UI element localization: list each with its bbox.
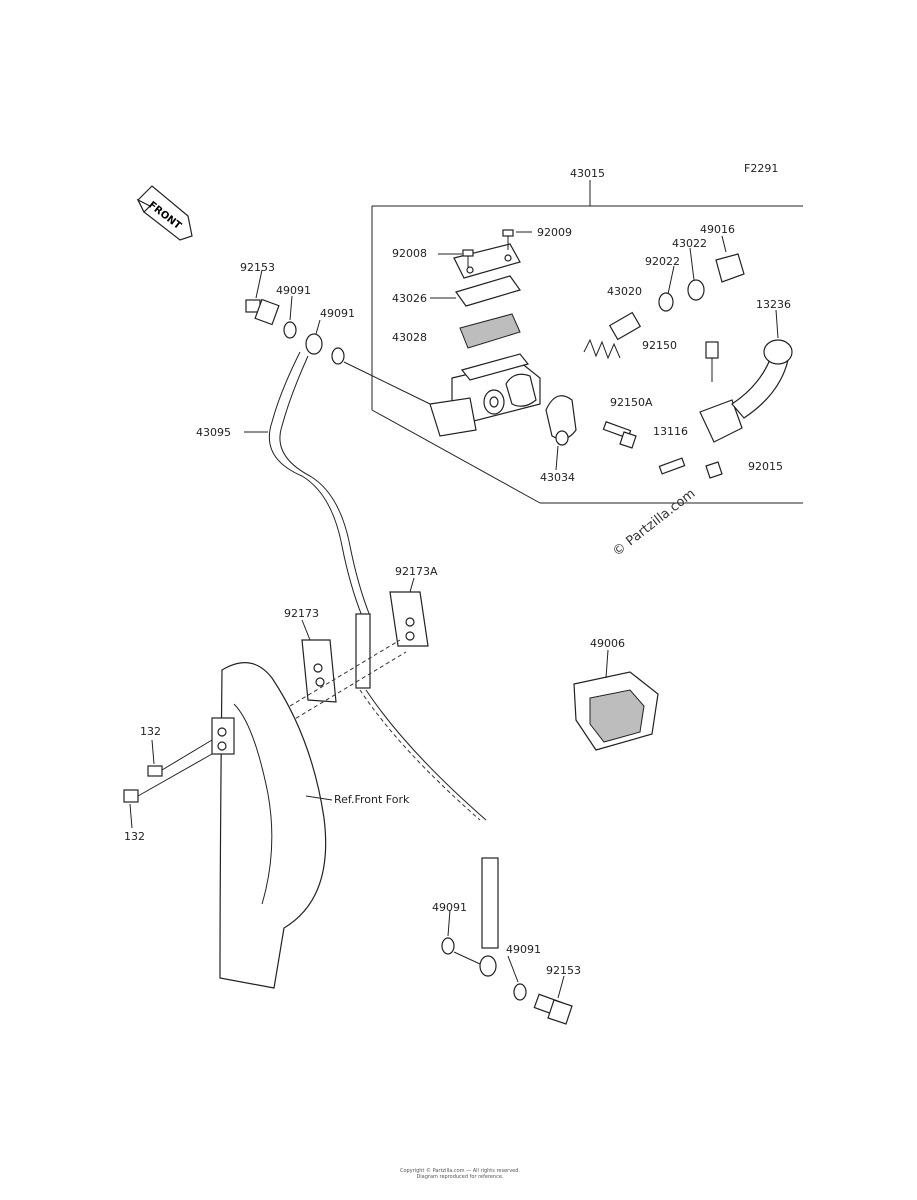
bolt-icon	[602, 421, 637, 449]
front-arrow-icon: FRONT	[136, 185, 193, 241]
label-132-a: 132	[140, 725, 161, 738]
label-132-b: 132	[124, 830, 145, 843]
label-92022: 92022	[645, 255, 680, 268]
figure-code: F2291	[744, 162, 779, 175]
screw-icon	[462, 229, 514, 268]
banjo-bolt-bottom	[441, 937, 573, 1025]
label-43020: 43020	[607, 285, 642, 298]
piston-kit	[583, 253, 745, 360]
label-49006: 49006	[590, 637, 625, 650]
footer-line-2: Diagram reproduced for reference.	[416, 1174, 504, 1180]
label-13236: 13236	[756, 298, 791, 311]
footer: Copyright © Partzilla.com — All rights r…	[340, 1168, 580, 1180]
label-13116: 13116	[653, 425, 688, 438]
label-43026: 43026	[392, 292, 427, 305]
brake-hose	[268, 351, 499, 977]
diaphragm	[459, 313, 521, 349]
assembly-bracket	[371, 180, 803, 504]
label-49091-a: 49091	[276, 284, 311, 297]
label-43015: 43015	[570, 167, 605, 180]
label-92150: 92150	[642, 339, 677, 352]
label-92153-top: 92153	[240, 261, 275, 274]
label-92173A: 92173A	[395, 565, 438, 578]
label-49091-b: 49091	[320, 307, 355, 320]
front-fork	[211, 662, 327, 989]
label-92009: 92009	[537, 226, 572, 239]
reservoir-cap	[453, 243, 521, 279]
label-49016: 49016	[700, 223, 735, 236]
label-92008: 92008	[392, 247, 427, 260]
label-ref-front-fork: Ref.Front Fork	[334, 793, 410, 806]
label-92150A: 92150A	[610, 396, 653, 409]
hose-guide	[229, 591, 429, 759]
banjo-bolt-top	[245, 298, 431, 405]
label-43034: 43034	[540, 471, 575, 484]
label-43022: 43022	[672, 237, 707, 250]
label-43095: 43095	[196, 426, 231, 439]
cover-49006	[573, 671, 659, 751]
clamp	[505, 373, 577, 446]
bolt-icon	[123, 739, 213, 803]
label-43028: 43028	[392, 331, 427, 344]
label-92015: 92015	[748, 460, 783, 473]
label-49091-c: 49091	[432, 901, 467, 914]
label-49091-d: 49091	[506, 943, 541, 956]
brake-lever	[658, 339, 793, 479]
leader-lines	[129, 231, 779, 999]
label-92173: 92173	[284, 607, 319, 620]
label-92153-bottom: 92153	[546, 964, 581, 977]
diaphragm-plate	[455, 275, 521, 307]
footer-line-1: Copyright © Partzilla.com — All rights r…	[399, 1168, 521, 1174]
